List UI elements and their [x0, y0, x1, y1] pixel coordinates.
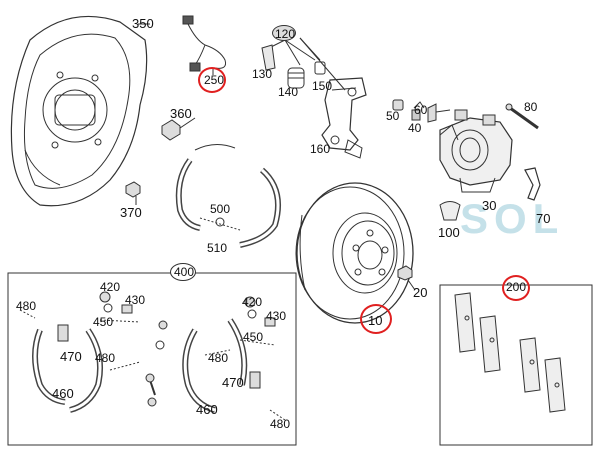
label-70: 70: [536, 211, 551, 226]
brake-disc: [295, 182, 414, 324]
label-400-box: [170, 263, 196, 281]
caliper: [439, 109, 513, 193]
watermark: SOL: [460, 195, 565, 242]
parking-kit-box: [7, 272, 297, 446]
label-120-box: [272, 25, 296, 41]
label-60: 60: [414, 103, 428, 117]
kit-label-450a: 450: [93, 315, 114, 329]
label-20: 20: [413, 285, 428, 300]
kit-label-430a: 430: [125, 293, 146, 307]
label-510: 510: [207, 241, 228, 255]
kit-label-470b: 470: [222, 375, 244, 390]
small-parts: [392, 99, 451, 123]
kit-label-420b: 420: [242, 295, 263, 309]
bolt-370: [125, 181, 141, 205]
label-150: 150: [312, 79, 333, 93]
kit-label-480d: 480: [270, 417, 291, 431]
kit-label-480b: 480: [95, 351, 116, 365]
label-350: 350: [132, 16, 154, 31]
kit-label-470a: 470: [60, 349, 82, 364]
kit-label-420a: 420: [100, 280, 121, 294]
kit-label-460a: 460: [52, 386, 74, 401]
label-400: 400: [174, 265, 195, 279]
highlight-250: [198, 67, 226, 93]
label-500: 500: [210, 202, 231, 216]
spring-clip-70: [524, 167, 541, 201]
label-140: 140: [278, 85, 299, 99]
label-370: 370: [120, 205, 142, 220]
label-100: 100: [438, 225, 460, 240]
wear-sensor: [182, 15, 226, 75]
kit-label-430b: 430: [266, 309, 287, 323]
brake-pads: [454, 292, 566, 413]
caliper-bracket: [261, 37, 367, 159]
label-360: 360: [170, 106, 192, 121]
parking-shoes: [175, 144, 281, 248]
parking-kit-parts: [19, 291, 286, 421]
kit-label-460b: 460: [196, 402, 218, 417]
backing-plate: [10, 15, 150, 207]
label-80: 80: [524, 100, 538, 114]
bolt-80: [505, 103, 539, 130]
label-200: 200: [506, 280, 527, 294]
kit-label-480c: 480: [208, 351, 229, 365]
bolt-360: [161, 117, 196, 141]
kit-label-480a: 480: [16, 299, 37, 313]
label-40: 40: [408, 121, 422, 135]
highlight-200: [502, 275, 530, 301]
label-160: 160: [310, 142, 331, 156]
kit-label-450b: 450: [243, 330, 264, 344]
cap-100: [439, 201, 461, 221]
label-30: 30: [482, 198, 497, 213]
label-50: 50: [386, 109, 400, 123]
highlight-10: [360, 304, 392, 334]
label-130: 130: [252, 67, 273, 81]
screw-20: [397, 265, 416, 291]
label-120: 120: [275, 27, 296, 41]
